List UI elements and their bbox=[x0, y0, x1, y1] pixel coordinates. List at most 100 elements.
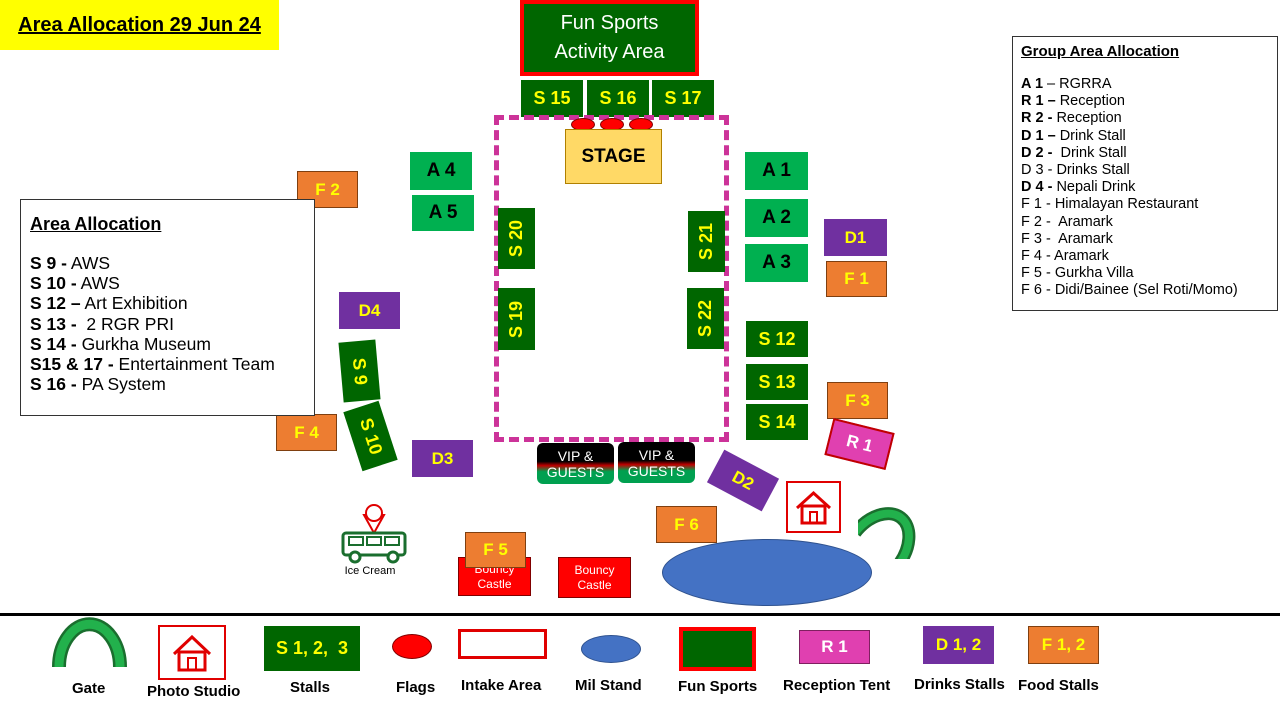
group-area-a4: A 4 bbox=[410, 152, 472, 190]
area-allocation-item: S15 & 17 - Entertainment Team bbox=[30, 354, 314, 374]
vip-guests-left: VIP & GUESTS bbox=[537, 443, 614, 484]
area-allocation-item-desc: PA System bbox=[76, 374, 166, 395]
legend-photo-studio-label: Photo Studio bbox=[147, 683, 241, 700]
f3-label: F 3 bbox=[845, 390, 870, 410]
f1-label: F 1 bbox=[844, 269, 869, 288]
a2-label: A 2 bbox=[762, 207, 791, 228]
area-allocation-item-code: S 14 - bbox=[30, 333, 77, 354]
area-allocation-item: S 13 - 2 RGR PRI bbox=[30, 314, 314, 334]
stall-s10-label: S 10 bbox=[355, 415, 387, 457]
legend-stalls-label: Stalls bbox=[290, 679, 331, 696]
legend-reception-swatch: R 1 bbox=[799, 630, 870, 664]
food-stall-f6: F 6 bbox=[656, 506, 717, 543]
area-allocation-item: S 10 - AWS bbox=[30, 273, 314, 293]
group-area-allocation-item: F 3 - Aramark bbox=[1021, 231, 1277, 248]
f6-label: F 6 bbox=[674, 514, 699, 534]
area-allocation-item-desc: AWS bbox=[66, 253, 111, 273]
group-area-allocation-item-code: R 1 – bbox=[1021, 93, 1056, 110]
group-area-allocation-item: D 3 - Drinks Stall bbox=[1021, 162, 1277, 179]
group-area-allocation-item-desc: – RGRRA bbox=[1043, 76, 1112, 92]
group-area-allocation-item-desc: F 4 - Aramark bbox=[1021, 248, 1109, 265]
fun-sports-line2: Activity Area bbox=[554, 41, 665, 63]
d3-label: D3 bbox=[431, 448, 454, 468]
group-area-allocation-item-desc: Drink Stall bbox=[1055, 127, 1126, 144]
area-allocation-item-desc: Art Exhibition bbox=[80, 293, 188, 314]
f2-label: F 2 bbox=[315, 179, 340, 199]
legend-stalls-sample: S 1, 2, 3 bbox=[275, 638, 349, 658]
group-area-allocation-item: R 1 – Reception bbox=[1021, 93, 1277, 110]
a4-label: A 4 bbox=[426, 160, 456, 181]
bouncy-line2: Castle bbox=[577, 577, 612, 592]
stall-s20-label: S 20 bbox=[506, 219, 526, 258]
legend-flags-label: Flags bbox=[396, 679, 436, 696]
group-area-allocation-item: F 6 - Didi/Bainee (Sel Roti/Momo) bbox=[1021, 282, 1277, 299]
area-allocation-item-code: S15 & 17 - bbox=[30, 354, 114, 375]
area-allocation-item: S 12 – Art Exhibition bbox=[30, 293, 314, 313]
ice-cream-van-icon bbox=[337, 503, 412, 565]
drink-stall-d4: D4 bbox=[339, 292, 400, 329]
stall-s17-label: S 17 bbox=[664, 88, 702, 108]
area-allocation-item: S 16 - PA System bbox=[30, 374, 314, 394]
area-allocation-item-desc: Gurkha Museum bbox=[76, 333, 211, 354]
stall-s13: S 13 bbox=[746, 364, 808, 400]
fun-sports-activity-area: Fun Sports Activity Area bbox=[520, 0, 699, 76]
stall-s16-label: S 16 bbox=[599, 88, 637, 108]
legend-reception-label: Reception Tent bbox=[783, 677, 891, 694]
legend-drinks-swatch: D 1, 2 bbox=[923, 626, 994, 664]
r1-label: R 1 bbox=[844, 431, 875, 456]
a1-label: A 1 bbox=[762, 160, 791, 181]
group-area-allocation-item: F 2 - Aramark bbox=[1021, 214, 1277, 231]
drink-stall-d3: D3 bbox=[412, 440, 473, 477]
stall-s21-label: S 21 bbox=[696, 222, 716, 261]
legend-divider bbox=[0, 613, 1280, 616]
f4-label: F 4 bbox=[294, 422, 319, 442]
group-area-a2: A 2 bbox=[745, 199, 808, 237]
group-area-allocation-title: Group Area Allocation bbox=[1021, 43, 1180, 60]
legend-intake-label: Intake Area bbox=[461, 677, 542, 694]
legend-fun-sports-label: Fun Sports bbox=[678, 678, 758, 695]
group-area-allocation-item-code: R 2 - bbox=[1021, 110, 1053, 127]
stall-s10: S 10 bbox=[343, 400, 398, 472]
bouncy-castle-right: Bouncy Castle bbox=[558, 557, 631, 598]
page-title-text: Area Allocation 29 Jun 24 bbox=[18, 13, 261, 36]
area-allocation-item-code: S 13 - bbox=[30, 313, 77, 334]
stall-s9-label: S 9 bbox=[348, 356, 372, 386]
group-area-allocation-item-desc: Reception bbox=[1052, 110, 1122, 127]
group-area-allocation-item-code: D 1 – bbox=[1021, 127, 1056, 144]
stall-s15: S 15 bbox=[521, 80, 583, 117]
vip-line1: VIP & bbox=[557, 447, 594, 464]
stall-s22-label: S 22 bbox=[695, 299, 715, 338]
area-allocation-item: S 9 - AWS bbox=[30, 253, 314, 273]
legend-photo-studio-icon bbox=[158, 625, 226, 680]
a3-label: A 3 bbox=[762, 252, 791, 273]
area-allocation-item-code: S 16 - bbox=[30, 374, 77, 395]
food-stall-f4: F 4 bbox=[276, 414, 337, 451]
stall-s15-label: S 15 bbox=[533, 88, 571, 108]
stage: STAGE bbox=[565, 129, 662, 184]
stall-s12-label: S 12 bbox=[758, 328, 796, 349]
drink-stall-d1: D1 bbox=[824, 219, 887, 256]
group-area-a1: A 1 bbox=[745, 152, 808, 190]
stage-label: STAGE bbox=[581, 145, 646, 167]
group-area-allocation-item-desc: D 3 - Drinks Stall bbox=[1021, 162, 1130, 179]
stall-s12: S 12 bbox=[746, 321, 808, 357]
group-area-allocation-item: D 2 - Drink Stall bbox=[1021, 145, 1277, 162]
stall-s19-label: S 19 bbox=[506, 300, 526, 338]
stall-s19: S 19 bbox=[498, 288, 535, 350]
food-stall-f1: F 1 bbox=[826, 261, 887, 297]
mil-stand bbox=[662, 539, 872, 606]
group-area-allocation-item-code: D 4 - bbox=[1021, 179, 1053, 196]
group-area-allocation-item-desc: F 1 - Himalayan Restaurant bbox=[1021, 196, 1199, 213]
stall-s9: S 9 bbox=[338, 339, 381, 403]
legend-reception-sample: R 1 bbox=[821, 637, 848, 656]
stall-s14: S 14 bbox=[746, 404, 808, 440]
group-area-allocation-item-desc: Reception bbox=[1055, 93, 1125, 110]
legend-gate-label: Gate bbox=[72, 680, 106, 697]
stall-s22: S 22 bbox=[687, 288, 724, 349]
group-area-allocation-item: F 4 - Aramark bbox=[1021, 248, 1277, 265]
area-allocation-item-desc: AWS bbox=[76, 273, 120, 294]
legend-mil-stand-icon bbox=[581, 635, 641, 663]
area-allocation-item: S 14 - Gurkha Museum bbox=[30, 334, 314, 354]
